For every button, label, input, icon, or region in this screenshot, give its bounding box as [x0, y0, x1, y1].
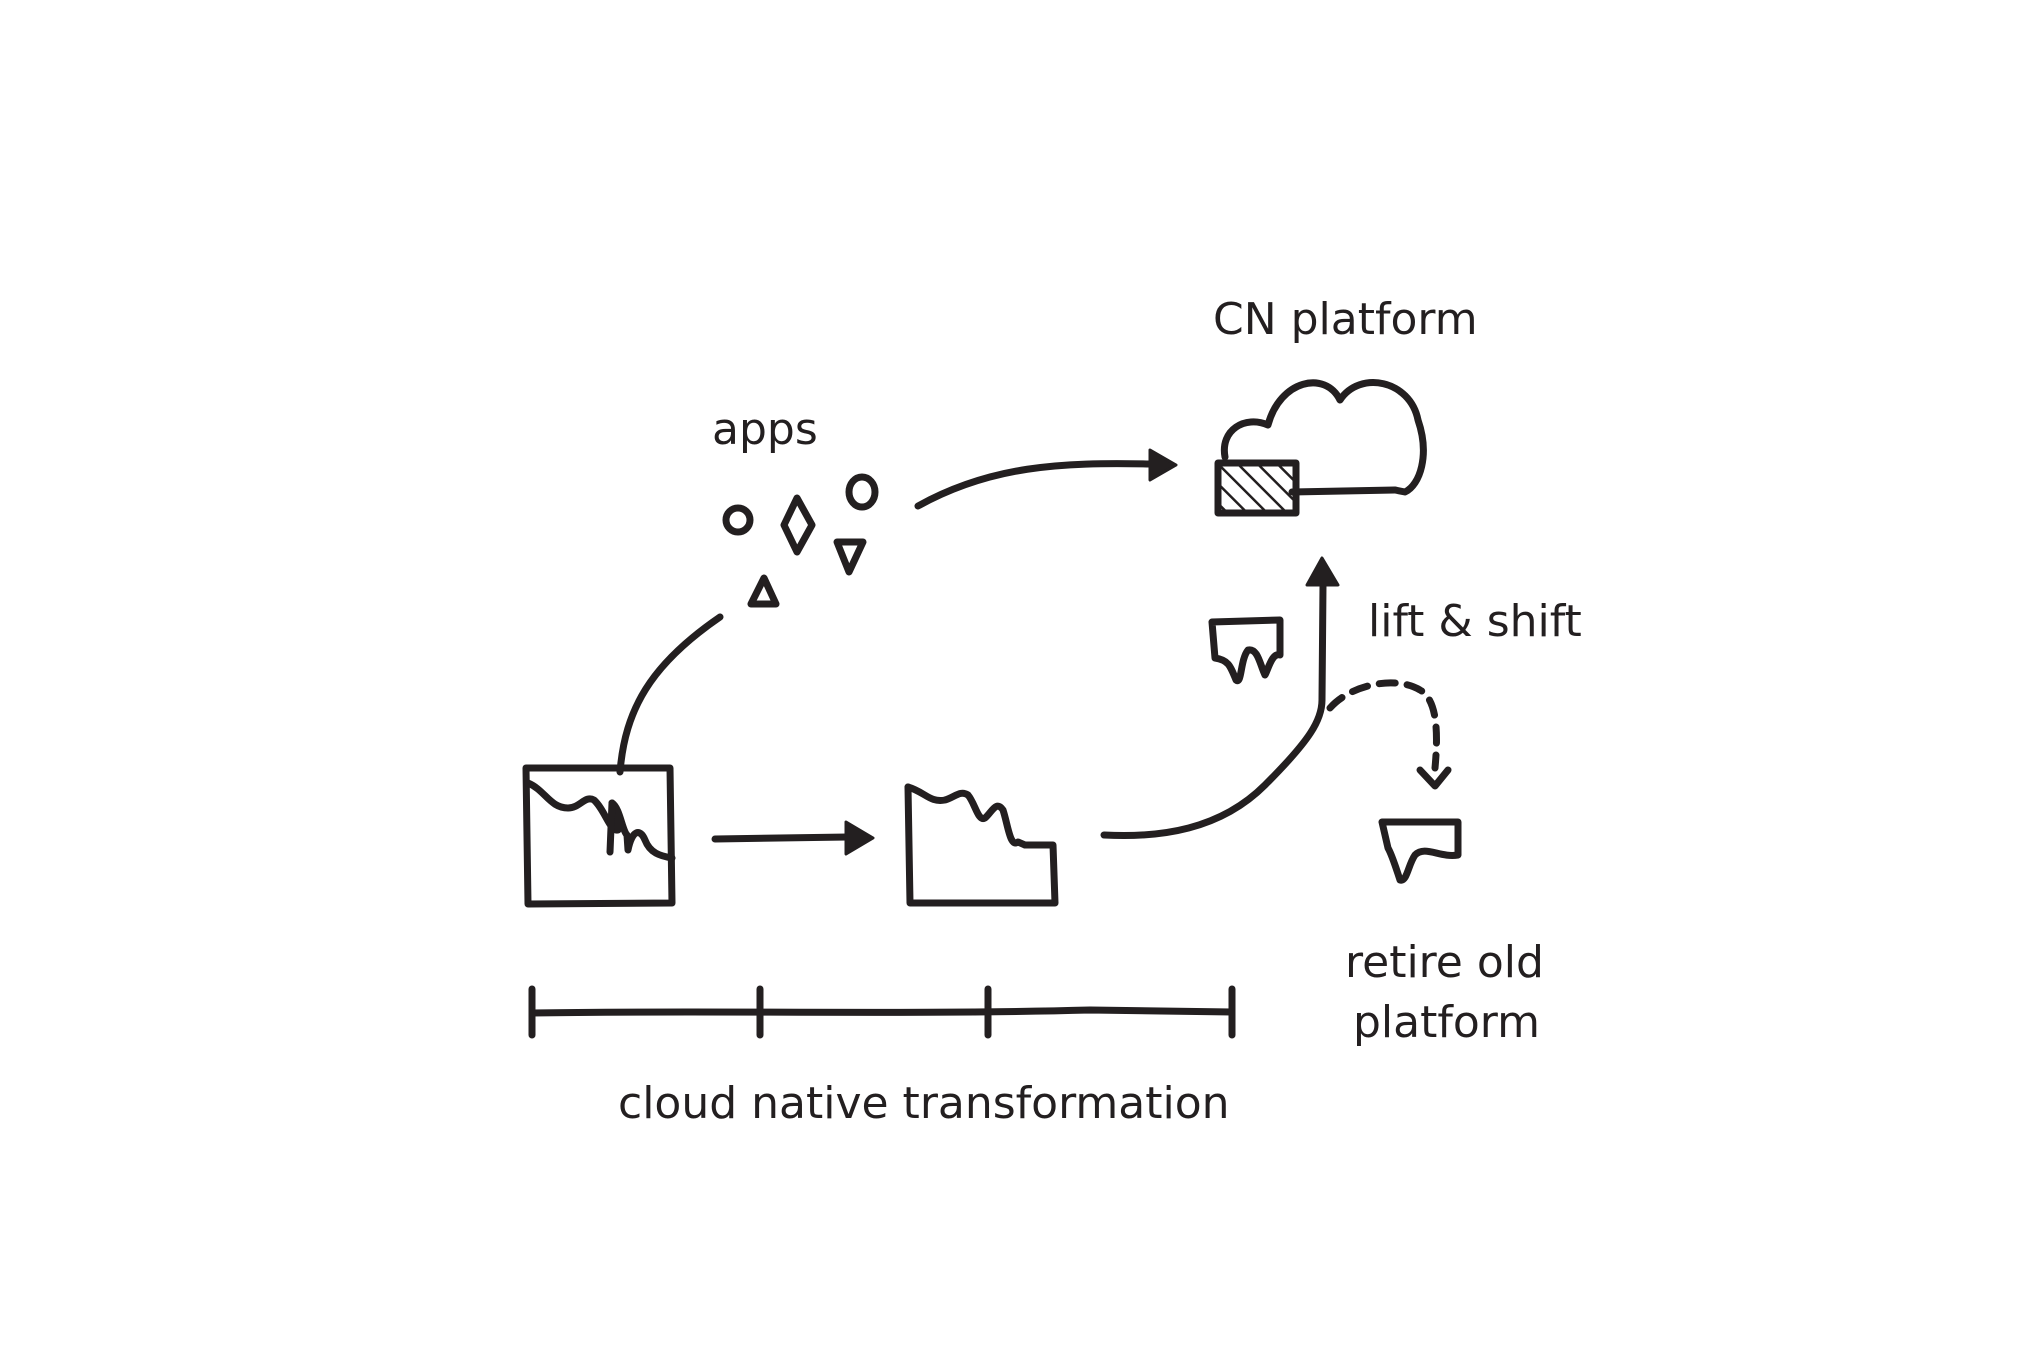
triangle-icon	[833, 538, 867, 576]
apps-label: apps	[712, 404, 818, 455]
cn-platform-label: CN platform	[1213, 294, 1478, 345]
arrow-apps-to-platform	[914, 460, 1154, 510]
arrow-legacy-to-apps	[616, 613, 724, 776]
arrow-head	[1416, 766, 1452, 790]
legacy-monolith-icon	[522, 764, 676, 908]
arrow-head	[1148, 448, 1178, 482]
fragment-icon	[1378, 818, 1462, 884]
timeline-label: cloud native transformation	[618, 1078, 1230, 1129]
arrow-retire-dashed	[1326, 679, 1440, 772]
lift-and-shift-label: lift & shift	[1368, 596, 1582, 647]
hatched-block-icon	[1214, 459, 1300, 517]
retire-label-line2: platform	[1353, 997, 1540, 1048]
retire-label-line1: retire old	[1345, 937, 1544, 988]
circle-icon	[722, 504, 754, 536]
circle-icon	[845, 473, 879, 511]
triangle-icon	[747, 574, 780, 608]
arrow-lift-and-shift	[1100, 581, 1327, 840]
diamond-icon	[780, 494, 816, 556]
arrow-legacy-to-reduced	[711, 833, 852, 843]
cloud-icon	[1220, 379, 1427, 496]
fragment-icon	[1208, 616, 1284, 685]
arrow-head	[844, 820, 875, 856]
arrow-head	[1305, 556, 1340, 587]
legacy-monolith-icon	[904, 783, 1059, 907]
timeline-bar	[528, 985, 1236, 1039]
